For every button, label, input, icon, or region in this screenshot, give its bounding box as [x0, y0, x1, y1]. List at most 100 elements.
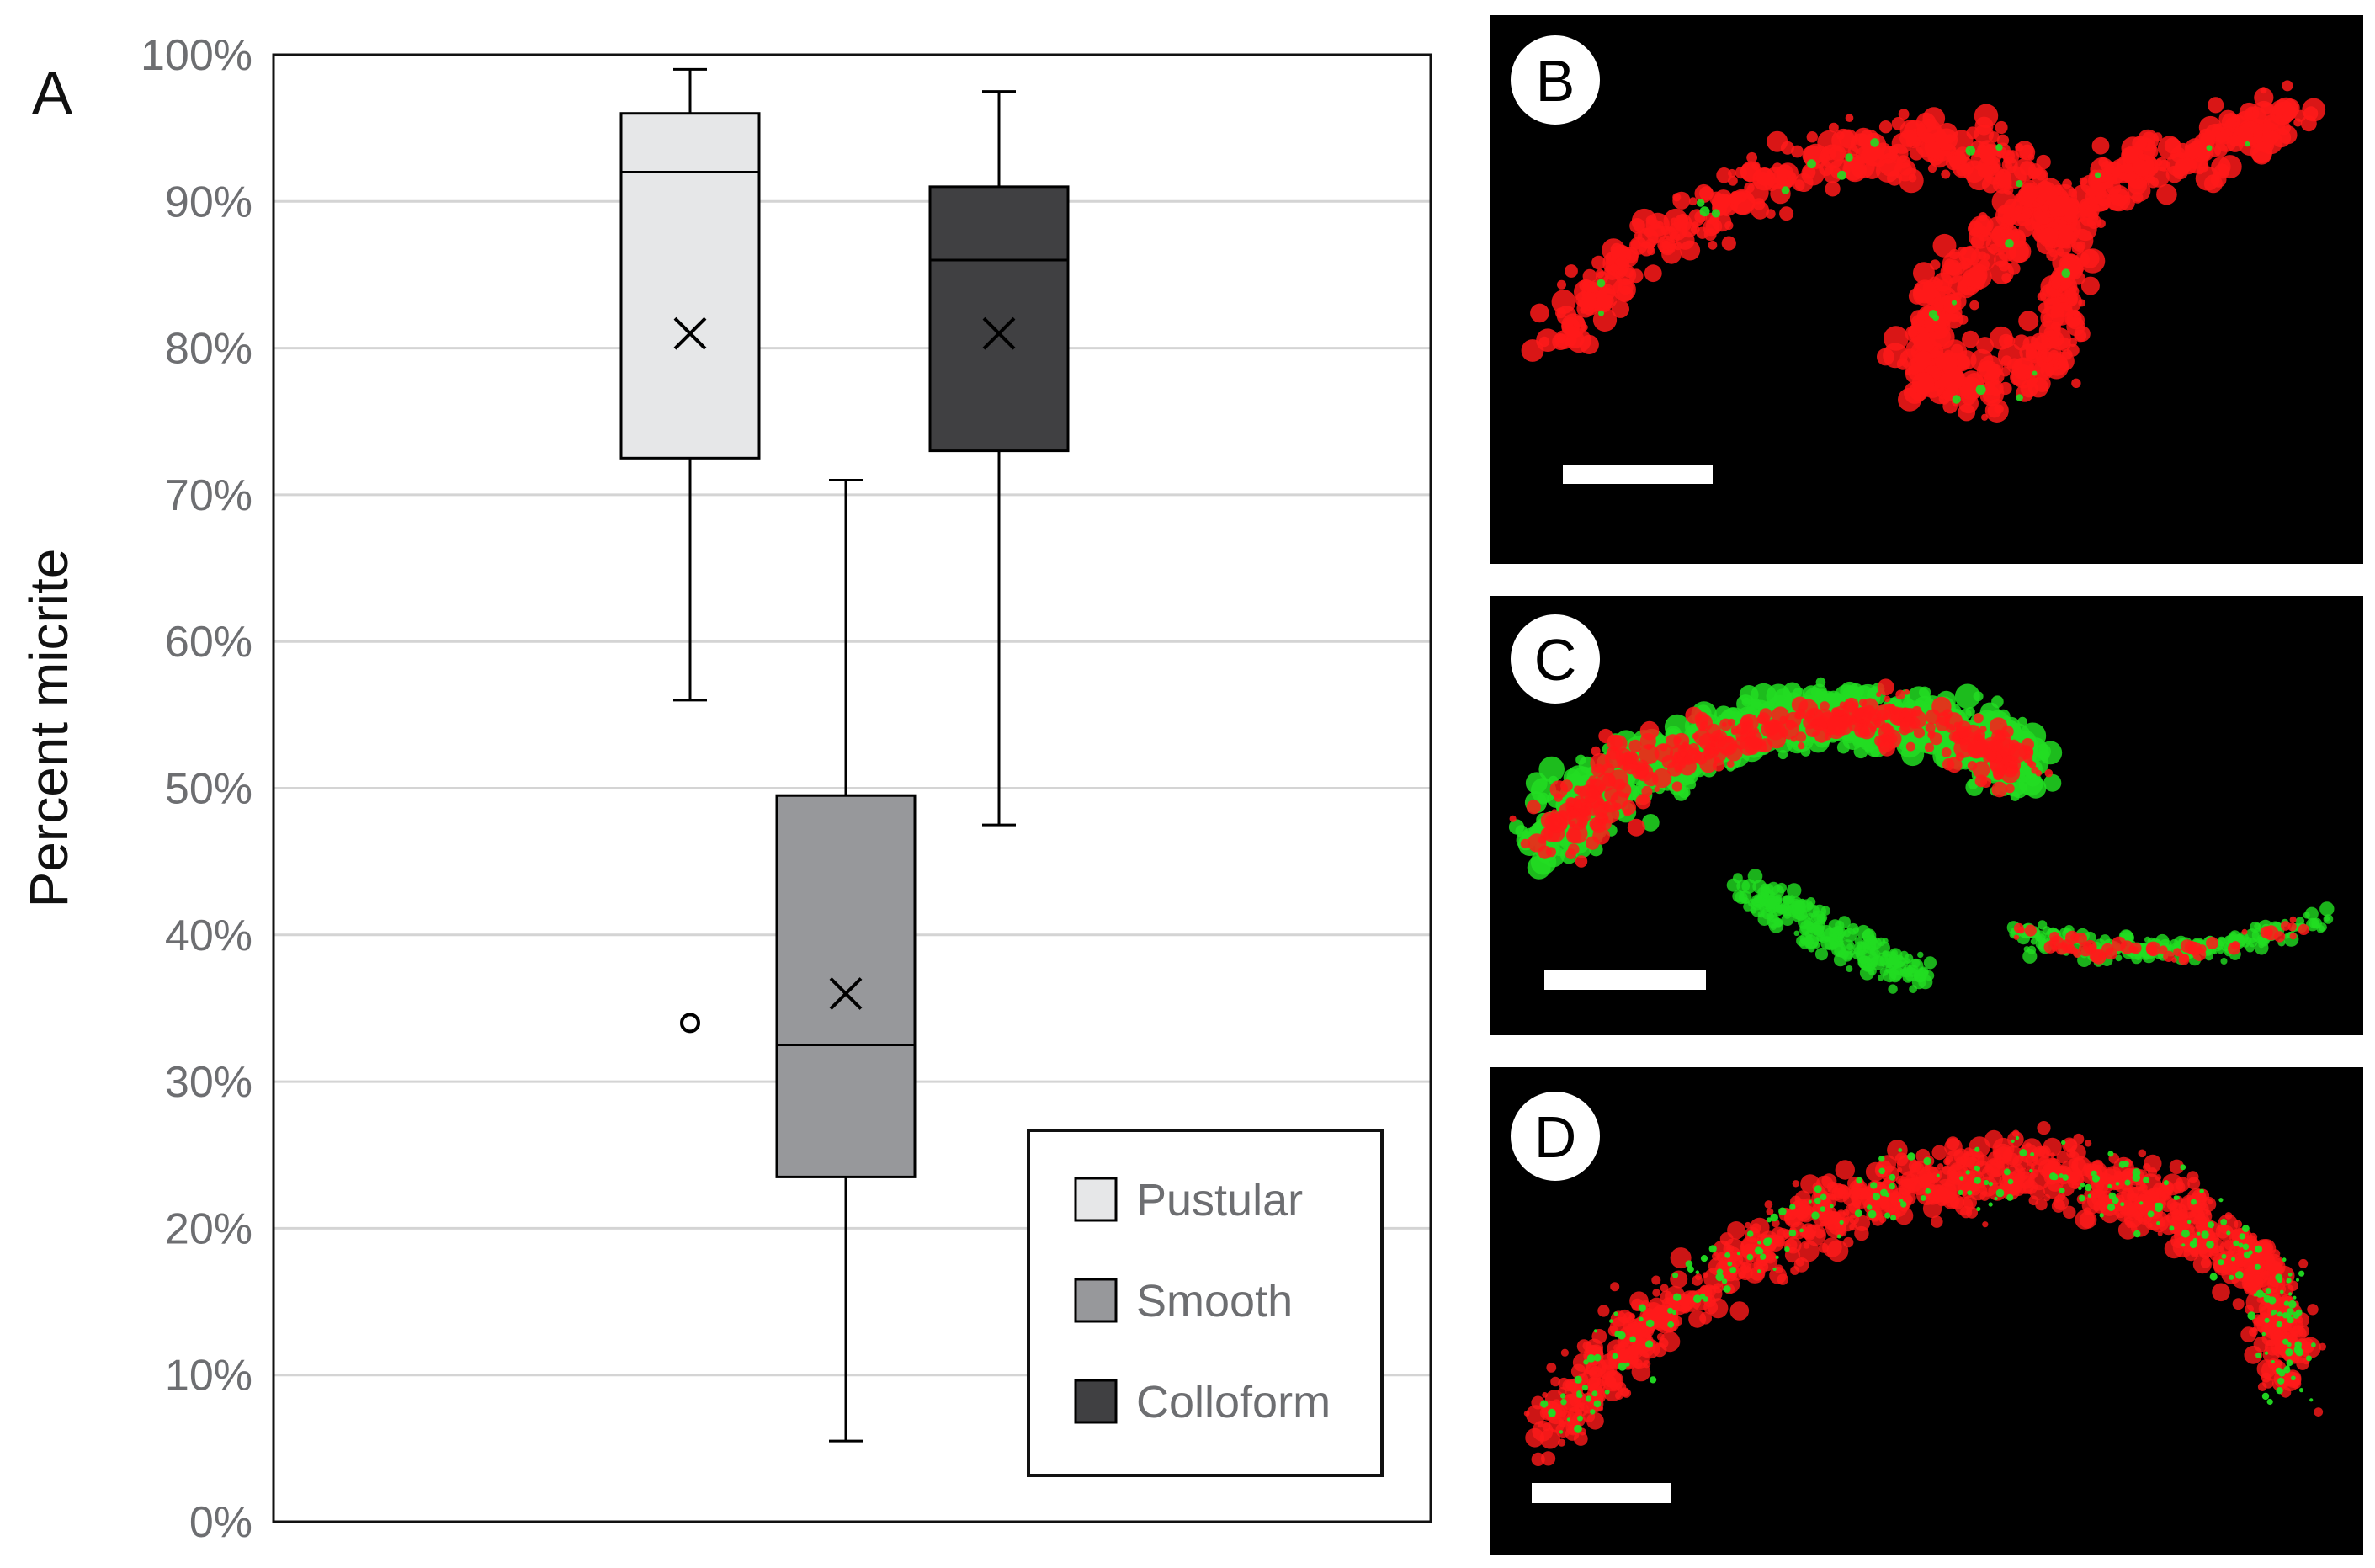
texture-blob — [1687, 1266, 1694, 1273]
texture-blob — [1963, 160, 1986, 183]
texture-blob — [2201, 1196, 2217, 1212]
texture-blob — [1740, 727, 1746, 734]
y-axis-label: Percent micrite — [19, 549, 79, 908]
boxes — [619, 67, 1070, 1443]
texture-blob — [1925, 1188, 1931, 1194]
texture-blob — [2074, 326, 2091, 343]
texture-blob — [2099, 1213, 2104, 1218]
texture-blob — [2276, 1321, 2282, 1328]
texture-blob — [1976, 360, 2000, 384]
texture-blob — [2043, 1180, 2062, 1199]
texture-blob — [2031, 332, 2048, 351]
texture-blob — [2263, 114, 2280, 131]
texture-blob — [2255, 1289, 2264, 1298]
texture-blob — [1990, 326, 2013, 350]
texture-blob — [1660, 1331, 1681, 1353]
texture-blob — [1560, 779, 1573, 792]
texture-blob — [2295, 1347, 2303, 1357]
texture-blob — [1699, 1311, 1712, 1325]
texture-blob — [2043, 773, 2062, 792]
texture-blob — [1946, 1155, 1953, 1163]
y-tick-label: 100% — [141, 31, 252, 80]
texture-blob — [2078, 1194, 2085, 1202]
texture-blob — [1935, 128, 1958, 151]
texture-blob — [1867, 1204, 1873, 1210]
texture-blob — [2121, 1188, 2135, 1202]
texture-blob — [2080, 208, 2099, 227]
texture-blob — [2184, 940, 2198, 954]
texture-blob — [1820, 1193, 1827, 1201]
label-circle-b — [1507, 32, 1603, 128]
texture-blob — [2115, 954, 2123, 962]
texture-blob — [1555, 307, 1566, 319]
texture-blob — [1897, 1167, 1903, 1173]
texture-blob — [1708, 1298, 1729, 1319]
texture-blob — [1880, 1188, 1888, 1197]
texture-blob — [1682, 741, 1689, 749]
micrograph-c-image — [1508, 677, 2335, 994]
texture-blob — [2071, 378, 2081, 388]
texture-blob — [1798, 742, 1805, 750]
texture-blob — [1845, 153, 1853, 162]
texture-blob — [2180, 1164, 2186, 1171]
texture-blob — [1930, 259, 1941, 270]
texture-blob — [1856, 949, 1871, 965]
texture-blob — [1838, 916, 1852, 928]
texture-blob — [1628, 1354, 1634, 1361]
texture-blob — [1766, 1237, 1772, 1244]
texture-blob — [1995, 120, 2008, 135]
texture-blob — [2268, 1296, 2277, 1305]
texture-blob — [1899, 716, 1917, 734]
texture-blob — [2209, 1273, 2218, 1281]
texture-blob — [2009, 760, 2018, 769]
texture-blob — [1780, 141, 1794, 155]
texture-blob — [2091, 1174, 2100, 1183]
texture-blob — [1947, 275, 1968, 295]
texture-blob — [1843, 950, 1853, 960]
scale-bar-d — [1532, 1483, 1671, 1503]
texture-blob — [1724, 736, 1733, 743]
texture-blob — [2157, 1230, 2163, 1236]
texture-blob — [1613, 779, 1626, 791]
texture-blob — [2176, 1195, 2180, 1200]
texture-blob — [1699, 206, 1710, 217]
texture-blob — [1671, 781, 1682, 792]
texture-blob — [2249, 1327, 2258, 1337]
texture-blob — [1898, 109, 1910, 120]
texture-blob — [1770, 1213, 1778, 1222]
texture-blob — [2003, 184, 2014, 195]
texture-blob — [1783, 895, 1793, 905]
texture-blob — [2005, 239, 2014, 248]
texture-blob — [2171, 1223, 2184, 1236]
texture-blob — [2043, 327, 2054, 337]
panel-label-d: D — [1534, 1104, 1577, 1170]
texture-blob — [1609, 1381, 1618, 1390]
texture-blob — [1831, 942, 1846, 957]
texture-blob — [2013, 934, 2020, 940]
mean-marker — [829, 977, 863, 1010]
texture-blob — [2267, 1301, 2288, 1323]
texture-blob — [1700, 721, 1708, 730]
texture-blob — [2029, 1168, 2033, 1173]
texture-blob — [1654, 786, 1660, 792]
texture-blob — [1590, 1409, 1596, 1415]
texture-blob — [1792, 1180, 1799, 1188]
texture-blob — [2197, 1231, 2201, 1236]
texture-blob — [2171, 957, 2177, 963]
texture-blob — [2302, 98, 2326, 122]
texture-blob — [2015, 143, 2024, 152]
texture-blob — [2089, 949, 2103, 963]
texture-blob — [1628, 268, 1644, 284]
box-colloform — [928, 90, 1070, 827]
texture-blob — [1597, 1305, 1610, 1317]
texture-blob — [2254, 1263, 2261, 1270]
texture-blob — [1703, 219, 1720, 237]
texture-blob — [1680, 240, 1701, 261]
texture-blob — [1974, 1165, 1979, 1171]
texture-blob — [2271, 1309, 2277, 1315]
texture-blob — [2017, 926, 2025, 934]
texture-blob — [2172, 1181, 2186, 1194]
texture-blob — [1856, 1177, 1863, 1184]
texture-blob — [2314, 1407, 2324, 1417]
micrograph-c: C — [1490, 596, 2363, 1035]
